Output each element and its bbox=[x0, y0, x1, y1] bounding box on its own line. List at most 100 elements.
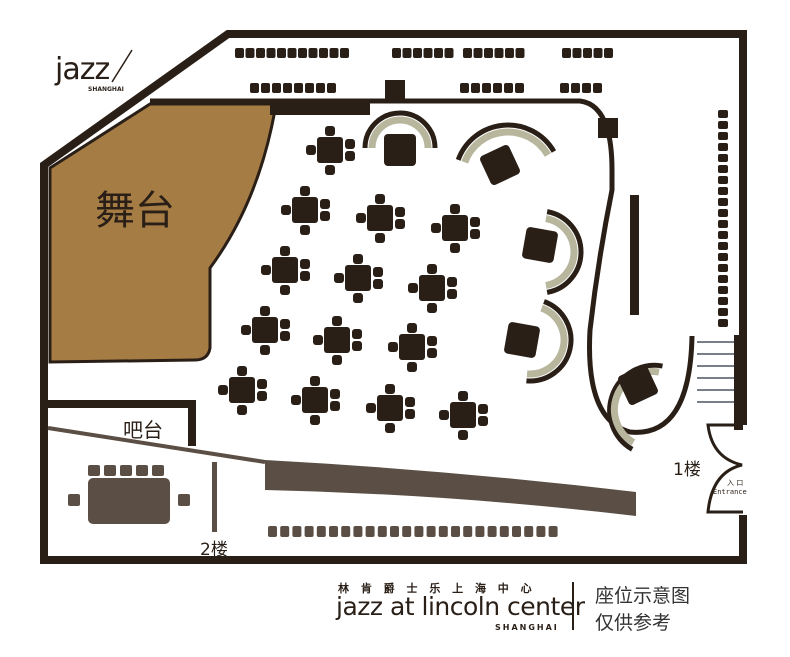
chair bbox=[385, 423, 395, 433]
seat bbox=[327, 83, 336, 93]
seat bbox=[329, 48, 339, 58]
table bbox=[345, 265, 371, 291]
chair bbox=[375, 194, 385, 204]
booth-table bbox=[384, 134, 416, 166]
chair bbox=[385, 384, 395, 394]
seat bbox=[718, 154, 728, 162]
seat bbox=[341, 526, 351, 537]
footer-city: SHANGHAI bbox=[495, 623, 559, 632]
floor1-label: 1楼 bbox=[673, 460, 701, 480]
chair bbox=[373, 267, 383, 277]
chair bbox=[427, 348, 437, 358]
seat bbox=[256, 48, 265, 58]
chair bbox=[439, 410, 449, 420]
seat bbox=[414, 526, 424, 537]
chair bbox=[291, 395, 301, 405]
chair bbox=[332, 355, 342, 365]
stair-wall bbox=[734, 335, 743, 430]
chair bbox=[237, 405, 247, 415]
chair bbox=[427, 303, 437, 313]
footer-note-2: 仅供参考 bbox=[595, 612, 672, 634]
seat bbox=[319, 48, 328, 58]
seat bbox=[471, 83, 480, 93]
seat bbox=[377, 526, 387, 537]
seat bbox=[515, 48, 525, 58]
inner-wall bbox=[150, 98, 695, 435]
booth-table bbox=[504, 322, 540, 358]
booth-table bbox=[480, 145, 520, 185]
seat bbox=[365, 526, 375, 537]
chair bbox=[352, 329, 362, 339]
stairs bbox=[697, 335, 743, 430]
chair bbox=[281, 205, 291, 215]
entrance-en-label: Entrance bbox=[713, 488, 747, 496]
chair bbox=[320, 211, 330, 221]
bar-counter bbox=[630, 195, 639, 315]
chair bbox=[395, 207, 405, 217]
seat bbox=[304, 526, 314, 537]
seats bbox=[68, 48, 728, 537]
seat bbox=[718, 231, 728, 239]
seat bbox=[235, 48, 244, 58]
seat bbox=[562, 48, 571, 58]
seat bbox=[245, 48, 255, 58]
seat bbox=[505, 48, 514, 58]
seat bbox=[718, 297, 728, 305]
chair bbox=[405, 409, 415, 419]
chair bbox=[330, 401, 340, 411]
table bbox=[419, 275, 445, 301]
seat bbox=[434, 48, 443, 58]
chair bbox=[470, 217, 480, 227]
wall-block bbox=[270, 101, 370, 115]
chair bbox=[458, 430, 468, 440]
seat bbox=[718, 121, 728, 129]
seat bbox=[266, 48, 276, 58]
seat bbox=[438, 526, 448, 537]
chair bbox=[334, 273, 344, 283]
seat bbox=[593, 48, 603, 58]
seat bbox=[493, 83, 502, 93]
chair bbox=[241, 325, 251, 335]
seat bbox=[298, 48, 307, 58]
chair bbox=[450, 243, 460, 253]
seat bbox=[504, 83, 513, 93]
booth-arc bbox=[526, 299, 574, 384]
chair bbox=[300, 259, 310, 269]
seat bbox=[444, 48, 454, 58]
seat bbox=[261, 83, 270, 93]
seat bbox=[104, 465, 116, 476]
outer-wall bbox=[40, 30, 747, 564]
seat bbox=[463, 526, 473, 537]
seat bbox=[68, 494, 80, 506]
table bbox=[367, 205, 393, 231]
seat bbox=[294, 83, 303, 93]
table bbox=[302, 387, 328, 413]
seat bbox=[353, 526, 363, 537]
entrance-cn-label: 入 口 bbox=[727, 479, 744, 487]
seat bbox=[718, 143, 728, 151]
seat bbox=[718, 132, 728, 140]
table bbox=[450, 402, 476, 428]
booth-arc bbox=[362, 110, 438, 149]
chair bbox=[352, 341, 362, 351]
seat bbox=[536, 526, 546, 537]
seat bbox=[392, 48, 401, 58]
chair bbox=[408, 283, 418, 293]
chair bbox=[260, 345, 270, 355]
seat bbox=[178, 494, 190, 506]
seat bbox=[308, 48, 318, 58]
chair bbox=[345, 139, 355, 149]
seat bbox=[718, 110, 728, 118]
footer-cn-name: 林 肯 爵 士 乐 上 海 中 心 bbox=[338, 582, 536, 595]
entrance-door bbox=[706, 423, 743, 514]
chair bbox=[261, 265, 271, 275]
chair bbox=[300, 225, 310, 235]
stage-label: 舞台 bbox=[95, 188, 175, 234]
seat bbox=[718, 242, 728, 250]
pillar bbox=[598, 118, 618, 138]
seat bbox=[548, 526, 558, 537]
seat bbox=[280, 526, 290, 537]
chair bbox=[470, 229, 480, 239]
seat bbox=[718, 198, 728, 206]
